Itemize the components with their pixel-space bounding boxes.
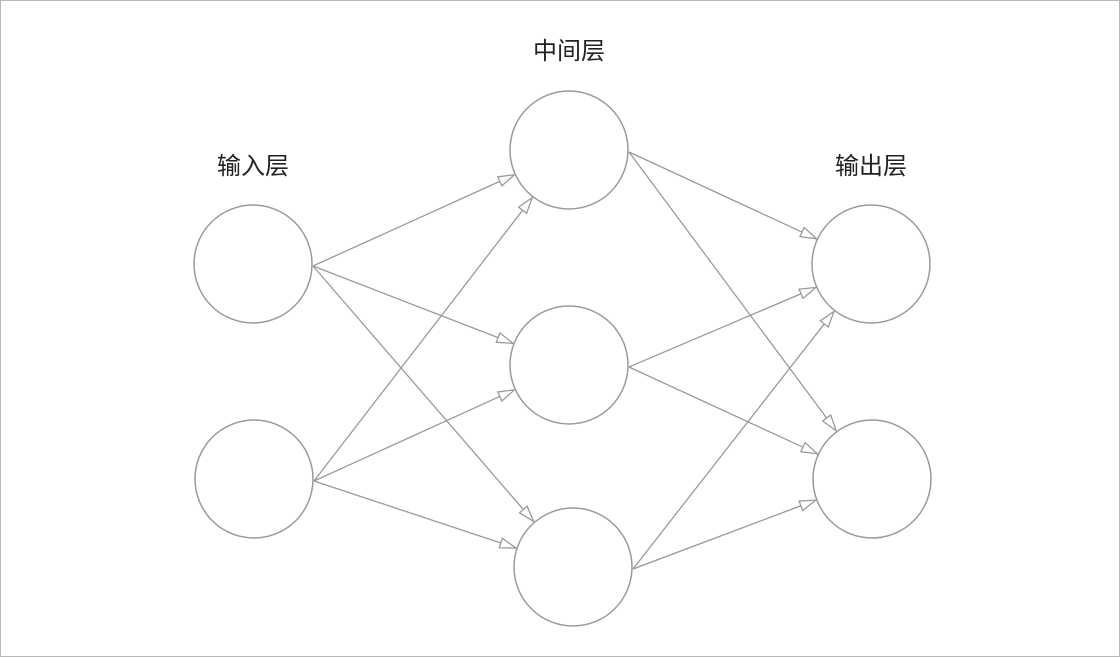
- edge-h1-o1: [628, 151, 803, 233]
- hidden-layer-label: 中间层: [533, 37, 605, 65]
- node-o1: [811, 204, 931, 324]
- arrowhead-icon: [798, 226, 819, 240]
- edge-h2-o2: [628, 366, 804, 448]
- arrowhead-icon: [495, 331, 516, 345]
- edge-i2-h3: [313, 480, 502, 544]
- edge-h3-o2: [632, 505, 802, 570]
- edge-i2-h2: [313, 395, 501, 482]
- edge-i1-h1: [312, 180, 501, 267]
- edge-i1-h2: [312, 265, 499, 339]
- node-i1: [193, 204, 313, 324]
- edge-i2-h1: [313, 209, 524, 482]
- edge-h2-o1: [628, 293, 802, 368]
- arrowhead-icon: [798, 286, 818, 300]
- arrowhead-icon: [518, 505, 536, 524]
- node-o2: [812, 419, 932, 539]
- edge-i1-h3: [312, 265, 524, 510]
- node-h1: [509, 90, 629, 210]
- arrowhead-icon: [799, 441, 820, 455]
- arrowhead-icon: [517, 195, 534, 215]
- arrowhead-icon: [819, 309, 836, 329]
- edge-h3-o1: [632, 323, 825, 570]
- output-layer-label: 输出层: [835, 152, 907, 180]
- node-i2: [194, 419, 314, 539]
- arrowhead-icon: [496, 388, 517, 403]
- arrowhead-icon: [498, 537, 519, 549]
- arrowhead-icon: [821, 413, 838, 433]
- node-h3: [513, 507, 633, 627]
- arrowhead-icon: [496, 173, 517, 187]
- edge-h1-o2: [628, 151, 828, 419]
- arrowhead-icon: [798, 499, 818, 512]
- input-layer-label: 输入层: [217, 152, 289, 180]
- node-h2: [509, 305, 629, 425]
